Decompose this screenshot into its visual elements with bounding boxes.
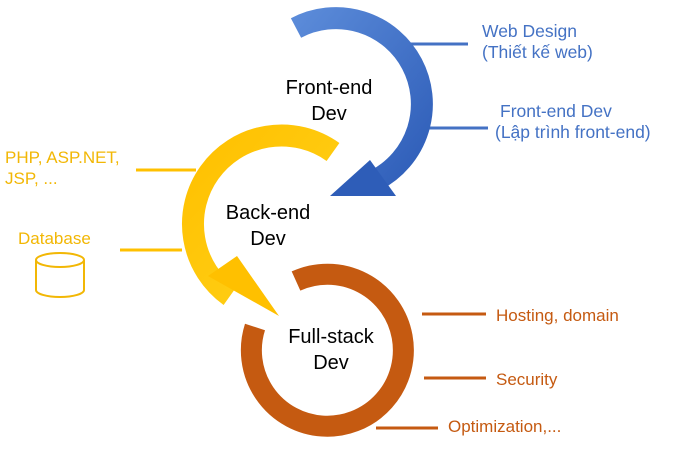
back-end-arrowhead (208, 256, 279, 316)
label-security: Security (496, 370, 558, 389)
back-end-arrow-body (181, 124, 340, 305)
label-php-asp-jsp: PHP, ASP.NET, JSP, ... (5, 148, 120, 188)
full-stack-title: Full-stack Dev (288, 326, 374, 374)
front-end-arrowhead (330, 160, 396, 196)
database-icon (35, 252, 85, 298)
label-optimization: Optimization,... (448, 417, 562, 436)
label-database: Database (18, 229, 91, 248)
label-web-design: Web Design (Thiết kế web) (482, 21, 593, 63)
front-end-arrow-body (290, 7, 433, 190)
label-front-end-dev: Front-end Dev (Lập trình front-end) (495, 101, 651, 143)
front-end-title: Front-end Dev (285, 77, 373, 125)
label-hosting-domain: Hosting, domain (496, 306, 619, 325)
full-stack-ring (240, 263, 414, 437)
back-end-title: Back-end Dev (225, 202, 311, 250)
